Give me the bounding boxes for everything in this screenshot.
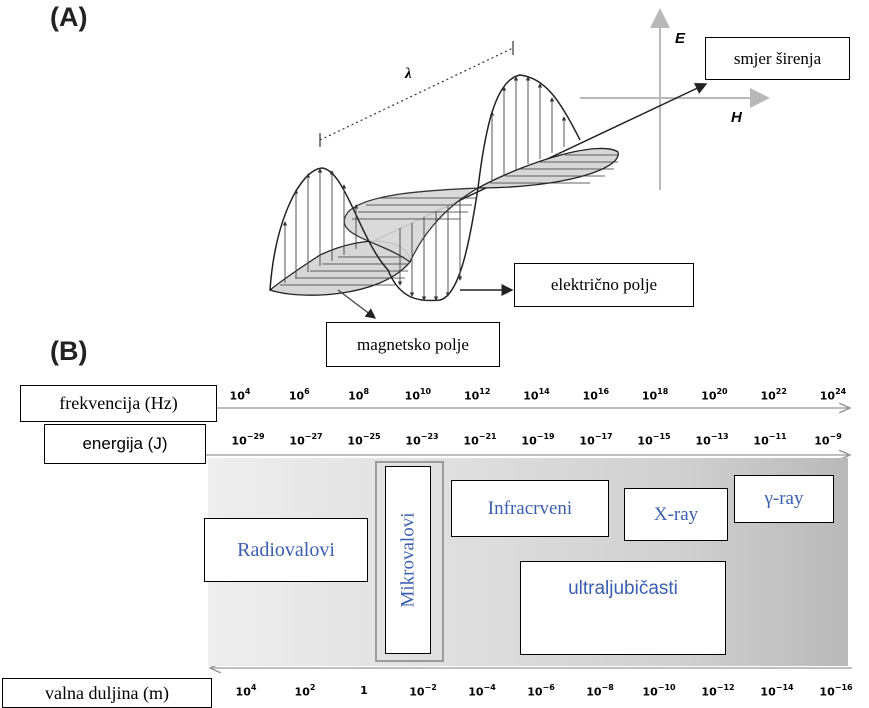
wavelength-symbol: λ	[405, 66, 412, 82]
electric-field-label: električno polje	[550, 275, 658, 294]
energy-tick-label: 10−11	[753, 432, 787, 448]
direction-label: smjer širenja	[733, 48, 822, 68]
wavelength-tick-label: 102	[294, 683, 316, 699]
frequency-tick-label: 1016	[582, 387, 610, 403]
energy-tick-label: 10−9	[814, 432, 842, 448]
magnetic-field-label-box: magnetsko polje	[326, 322, 500, 367]
wavelength-tick-label: 1	[360, 684, 368, 697]
region-xray-label: X-ray	[653, 503, 699, 525]
direction-label-box: smjer širenja	[705, 37, 850, 80]
frequency-tick-row: 104 106 108 1010 1012 1014 1016 1018 1020 1022 102…	[0, 387, 869, 410]
energy-tick-label: 10−21	[463, 432, 497, 448]
wavelength-tick-label: 10−16	[819, 683, 853, 699]
magnetic-hatching	[280, 154, 618, 286]
h-axis-label: H	[731, 109, 742, 126]
wavelength-tick-label: 10−14	[760, 683, 794, 699]
region-radio-label: Radiovalovi	[237, 538, 335, 561]
electric-field-lines	[282, 76, 567, 301]
frequency-tick-label: 1020	[701, 387, 728, 403]
region-gamma-box: γ-ray	[734, 475, 834, 523]
magnetic-pointer-arrow	[337, 289, 377, 319]
region-infrared-box: Infracrveni	[451, 480, 609, 537]
e-axis-label: E	[675, 30, 686, 47]
wavelength-tick-row: 104 102 1 10−2 10−4 10−6 10−8 10−10 10−12 10−14 10…	[0, 683, 869, 706]
energy-tick-label: 10−27	[289, 432, 323, 448]
region-microwave-box: Mikrovalovi	[385, 466, 431, 654]
region-infrared-label: Infracrveni	[487, 497, 573, 519]
frequency-label-box: frekvencija (Hz)	[20, 385, 217, 422]
region-microwave-label: Mikrovalovi	[397, 512, 418, 608]
energy-tick-label: 10−25	[347, 432, 381, 448]
frequency-tick-label: 106	[288, 387, 310, 403]
frequency-tick-label: 1010	[404, 387, 432, 403]
region-ultraviolet-label: ultraljubičasti	[568, 578, 678, 599]
frequency-tick-label: 108	[348, 387, 370, 403]
frequency-tick-label: 1018	[641, 387, 669, 403]
frequency-tick-label: 104	[229, 387, 251, 403]
wavelength-tick-label: 10−12	[701, 683, 735, 699]
wavelength-label-box: valna duljina (m)	[2, 678, 212, 708]
panel-b-label: (B)	[50, 336, 88, 366]
energy-tick-label: 10−13	[695, 432, 729, 448]
wavelength-tick-label: 104	[235, 683, 257, 699]
frequency-tick-label: 1024	[819, 387, 847, 403]
region-radio-box: Radiovalovi	[204, 518, 368, 582]
magnetic-lobe-2	[343, 187, 479, 263]
electric-field-label-box: električno polje	[514, 263, 694, 307]
energy-tick-row: 10−29 10−27 10−25 10−23 10−21 10−19 10−17 10−15…	[0, 432, 869, 455]
wavelength-tick-label: 10−10	[642, 683, 676, 699]
energy-tick-label: 10−29	[231, 432, 265, 448]
magnetic-field-label: magnetsko polje	[357, 334, 469, 354]
energy-tick-label: 10−15	[637, 432, 671, 448]
frequency-tick-label: 1022	[760, 387, 787, 403]
wavelength-bracket	[319, 47, 514, 141]
energy-label: energija (J)	[82, 434, 168, 453]
energy-tick-label: 10−23	[405, 432, 439, 448]
em-wave-illustration	[268, 8, 770, 319]
frequency-label: frekvencija (Hz)	[59, 393, 178, 413]
microwave-highlight-frame	[375, 461, 444, 662]
wavelength-tick-label: 10−2	[409, 683, 437, 699]
panel-a-label: (A)	[50, 2, 88, 32]
wavelength-label: valna duljina (m)	[45, 683, 169, 703]
frequency-tick-label: 1012	[463, 387, 491, 403]
region-xray-box: X-ray	[624, 488, 728, 541]
frequency-tick-label: 1014	[523, 387, 550, 403]
energy-tick-label: 10−17	[579, 432, 613, 448]
energy-label-box: energija (J)	[44, 424, 206, 464]
wavelength-tick-label: 10−4	[468, 683, 496, 699]
wavelength-tick-label: 10−6	[527, 683, 555, 699]
magnetic-lobe-3	[477, 147, 619, 189]
energy-tick-label: 10−19	[521, 432, 555, 448]
region-ultraviolet-box: ultraljubičasti	[520, 561, 726, 655]
region-gamma-label: γ-ray	[764, 488, 804, 509]
wavelength-tick-label: 10−8	[586, 683, 614, 699]
